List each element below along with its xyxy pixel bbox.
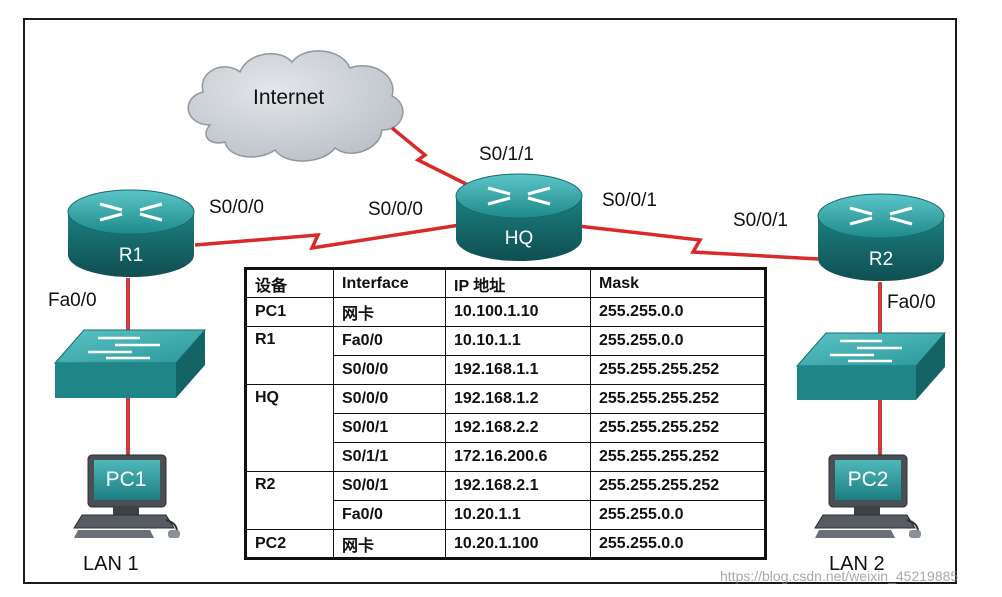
cell-device: PC2	[245, 529, 334, 559]
pc2-computer	[814, 454, 921, 538]
cell-mask: 255.255.255.252	[590, 471, 766, 501]
cell-interface: S0/0/1	[333, 413, 446, 443]
lan1-label: LAN 1	[83, 553, 139, 575]
table-row: S0/0/0 192.168.1.1 255.255.255.252	[246, 355, 766, 385]
cell-mask: 255.255.0.0	[590, 500, 766, 530]
table-row: S0/0/1 192.168.2.2 255.255.255.252	[246, 413, 766, 443]
cell-ip: 10.20.1.1	[445, 500, 591, 530]
watermark: https://blog.csdn.net/weixin_45219885	[720, 568, 959, 584]
cell-interface: S0/0/1	[333, 471, 446, 501]
hq-s001-label: S0/0/1	[602, 190, 657, 211]
cell-device: R2	[245, 471, 334, 530]
table-row: PC2 网卡 10.20.1.100 255.255.0.0	[245, 529, 766, 559]
table-header-row: 设备 Interface IP 地址 Mask	[245, 268, 766, 298]
address-table: 设备 Interface IP 地址 Mask PC1 网卡 10.100.1.…	[244, 267, 767, 560]
cell-device: R1	[245, 326, 334, 385]
lan2-label: LAN 2	[829, 553, 885, 575]
cell-ip: 10.100.1.10	[445, 297, 591, 327]
cell-mask: 255.255.255.252	[590, 442, 766, 472]
r1-label: R1	[118, 245, 144, 266]
pc1-label: PC1	[105, 468, 147, 491]
router-r1	[67, 189, 195, 277]
pc1-computer	[73, 454, 180, 538]
header-interface: Interface	[333, 268, 446, 298]
header-mask: Mask	[590, 268, 766, 298]
cell-ip: 192.168.2.1	[445, 471, 591, 501]
r2-label: R2	[868, 249, 894, 270]
table-row: PC1 网卡 10.100.1.10 255.255.0.0	[245, 297, 766, 327]
pc2-label: PC2	[847, 468, 889, 491]
switch-lan2	[795, 332, 947, 400]
switch-lan1	[53, 329, 207, 398]
router-hq	[455, 173, 583, 261]
table-row: R2 S0/0/1 192.168.2.1 255.255.255.252	[245, 471, 766, 530]
cell-mask: 255.255.255.252	[590, 384, 766, 414]
r1-s000-label: S0/0/0	[209, 197, 264, 218]
cell-device: HQ	[245, 384, 334, 472]
table-row: S0/1/1 172.16.200.6 255.255.255.252	[246, 442, 766, 472]
cell-interface: Fa0/0	[333, 500, 446, 530]
cell-interface: S0/1/1	[333, 442, 446, 472]
serial-link-r1-hq	[194, 223, 461, 251]
hq-s011-label: S0/1/1	[479, 144, 534, 165]
internet-label: Internet	[253, 86, 325, 109]
cell-mask: 255.255.255.252	[590, 413, 766, 443]
internet-cloud	[187, 50, 404, 162]
cell-ip: 10.10.1.1	[445, 326, 591, 356]
header-device: 设备	[245, 268, 334, 298]
cell-ip: 192.168.2.2	[445, 413, 591, 443]
cell-device: PC1	[245, 297, 334, 327]
cell-interface: S0/0/0	[333, 355, 446, 385]
cell-mask: 255.255.0.0	[590, 529, 766, 559]
cell-mask: 255.255.255.252	[590, 355, 766, 385]
serial-link-hq-r2	[577, 224, 819, 261]
cell-interface: 网卡	[333, 529, 446, 559]
r1-fa00-label: Fa0/0	[48, 290, 97, 311]
hq-s000-label: S0/0/0	[368, 199, 423, 220]
serial-link-internet-hq	[390, 126, 469, 187]
cell-interface: Fa0/0	[333, 326, 446, 356]
hq-label: HQ	[504, 228, 534, 249]
table-row: HQ S0/0/0 192.168.1.2 255.255.255.252	[245, 384, 766, 472]
cell-mask: 255.255.0.0	[590, 297, 766, 327]
r2-s001-label: S0/0/1	[733, 210, 788, 231]
cell-interface: 网卡	[333, 297, 446, 327]
table-row: R1 Fa0/0 10.10.1.1 255.255.0.0	[245, 326, 766, 385]
cell-ip: 10.20.1.100	[445, 529, 591, 559]
cell-ip: 172.16.200.6	[445, 442, 591, 472]
header-ip: IP 地址	[445, 268, 591, 298]
cell-mask: 255.255.0.0	[590, 326, 766, 356]
cell-ip: 192.168.1.2	[445, 384, 591, 414]
cell-ip: 192.168.1.1	[445, 355, 591, 385]
router-r2	[817, 193, 945, 281]
cell-interface: S0/0/0	[333, 384, 446, 414]
r2-fa00-label: Fa0/0	[887, 292, 936, 313]
